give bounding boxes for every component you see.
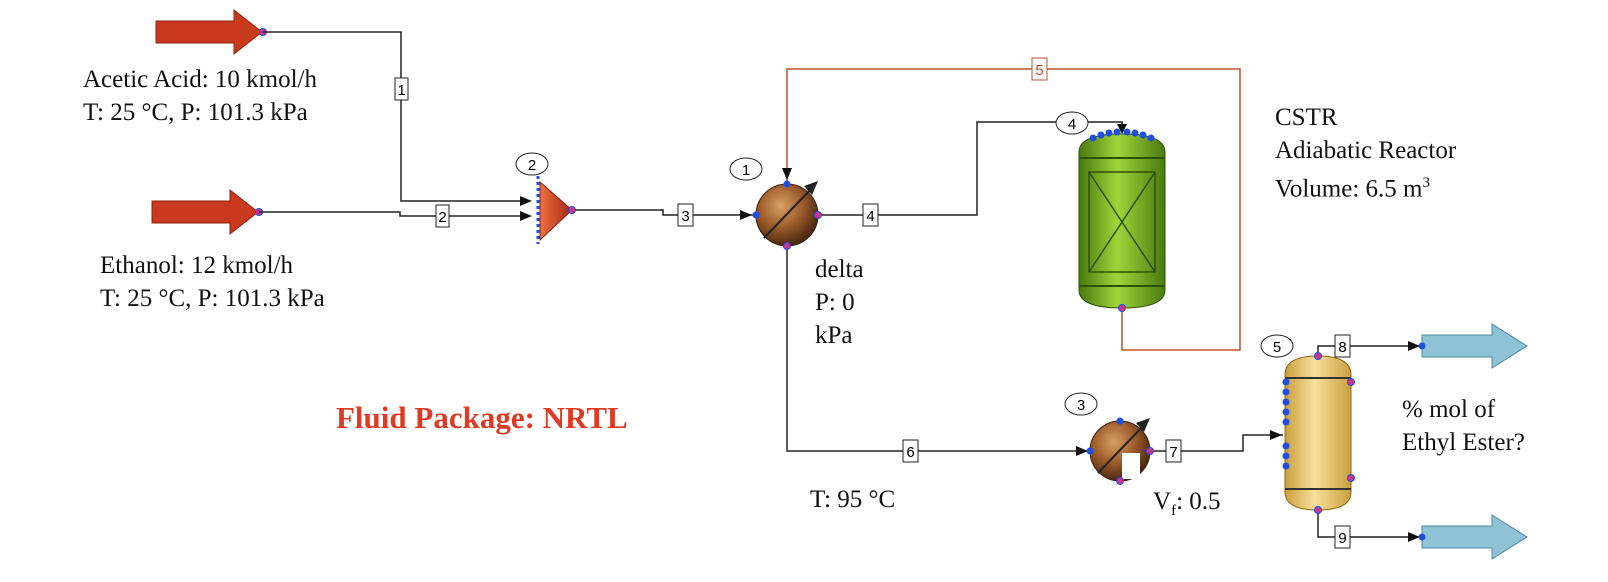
vf-subscript: f <box>1171 503 1177 519</box>
arrowhead <box>520 196 532 206</box>
unit-tag-5[interactable]: 5 <box>1260 334 1294 358</box>
arrowhead <box>520 211 532 221</box>
question-line: Ethyl Ester? <box>1402 429 1525 456</box>
stream-line-1[interactable] <box>263 31 528 202</box>
ethanol-flow: Ethanol: 12 kmol/h <box>100 252 294 279</box>
heater-label-line: delta <box>815 256 864 283</box>
port <box>1418 533 1426 541</box>
stream-line-4[interactable] <box>818 121 1123 216</box>
vf-value: : 0.5 <box>1176 488 1221 515</box>
unit-number: 4 <box>1068 116 1076 133</box>
reactor-volume-text: Volume: 6.5 m <box>1275 175 1423 203</box>
unit-number: 2 <box>528 157 536 174</box>
stream-line-5-recycle[interactable] <box>786 68 1241 351</box>
cooler-temperature-label: T: 95 °C <box>810 486 896 513</box>
stream-number: 3 <box>681 208 689 225</box>
acetic-acid-feed-label: Acetic Acid: 10 kmol/h T: 25 °C, P: 101.… <box>83 63 317 129</box>
stream-number: 9 <box>1338 530 1346 547</box>
fluid-package-label: Fluid Package: NRTL <box>336 400 628 435</box>
stream-tag-3[interactable]: 3 <box>677 203 694 227</box>
unit-tag-2[interactable]: 2 <box>515 152 549 176</box>
flash-vapor-fraction-label: Vf: 0.5 <box>1153 485 1221 528</box>
stream-line-8[interactable] <box>1317 345 1422 356</box>
stream-tag-7[interactable]: 7 <box>1165 439 1182 463</box>
cooler[interactable] <box>1086 417 1154 485</box>
stream-line-9[interactable] <box>1317 510 1422 538</box>
stream-tag-2[interactable]: 2 <box>435 204 450 228</box>
unit-number: 3 <box>1077 397 1085 414</box>
mixer[interactable] <box>536 176 576 244</box>
stream-tag-9[interactable]: 9 <box>1334 525 1351 549</box>
arrowhead <box>1117 124 1127 134</box>
question-line: % mol of <box>1402 396 1496 423</box>
reactor-volume: Volume: 6.5 m3 <box>1275 167 1456 205</box>
stream-number: 8 <box>1338 339 1346 356</box>
reactor-mode: Adiabatic Reactor <box>1275 137 1457 164</box>
product-arrow-vapor[interactable] <box>1421 323 1528 369</box>
product-arrow-liquid[interactable] <box>1421 514 1528 560</box>
port <box>1418 342 1426 350</box>
ethanol-conditions: T: 25 °C, P: 101.3 kPa <box>100 285 325 312</box>
flash-separator[interactable] <box>1282 352 1355 514</box>
stream-number: 7 <box>1169 444 1177 461</box>
stream-number: 5 <box>1035 62 1043 79</box>
stream-tag-6[interactable]: 6 <box>902 439 919 463</box>
stream-tag-1[interactable]: 1 <box>394 77 409 101</box>
reactor-type: CSTR <box>1275 104 1338 131</box>
feed-arrow-acetic-acid[interactable] <box>155 8 263 56</box>
arrowhead <box>1270 430 1282 440</box>
unit-tag-1[interactable]: 1 <box>729 157 763 181</box>
unit-tag-4[interactable]: 4 <box>1055 111 1089 135</box>
heater-label-line: kPa <box>815 322 853 349</box>
arrowhead <box>1408 341 1420 351</box>
stream-number: 2 <box>438 209 446 226</box>
heater-label-line: P: 0 <box>815 289 855 316</box>
acetic-acid-conditions: T: 25 °C, P: 101.3 kPa <box>83 99 308 126</box>
ethanol-feed-label: Ethanol: 12 kmol/h T: 25 °C, P: 101.3 kP… <box>100 249 325 315</box>
reactor-volume-exponent: 3 <box>1422 175 1430 191</box>
stream-tag-8[interactable]: 8 <box>1334 334 1351 358</box>
feed-arrow-ethanol[interactable] <box>151 188 259 236</box>
unit-tag-3[interactable]: 3 <box>1064 392 1098 416</box>
cstr-reactor[interactable] <box>1078 128 1166 312</box>
stream-tag-4[interactable]: 4 <box>862 203 879 227</box>
heater[interactable] <box>752 180 822 250</box>
stream-line-2[interactable] <box>259 211 528 217</box>
heater-delta-p-label: delta P: 0 kPa <box>815 253 864 352</box>
arrowhead <box>1408 532 1420 542</box>
unit-number: 5 <box>1273 339 1281 356</box>
arrowhead <box>1076 446 1088 456</box>
stream-line-3[interactable] <box>572 209 768 216</box>
stream-tag-5[interactable]: 5 <box>1031 57 1048 81</box>
stream-line-6[interactable] <box>786 246 1090 452</box>
arrowhead <box>740 210 752 220</box>
vf-symbol: V <box>1153 488 1172 515</box>
stream-number: 4 <box>866 208 874 225</box>
stream-number: 6 <box>906 444 914 461</box>
stream-line-7[interactable] <box>1150 434 1283 452</box>
stream-number: 1 <box>397 82 405 99</box>
unit-number: 1 <box>742 162 750 179</box>
cstr-label: CSTR Adiabatic Reactor Volume: 6.5 m3 <box>1275 101 1456 205</box>
acetic-acid-flow: Acetic Acid: 10 kmol/h <box>83 66 317 93</box>
question-label: % mol of Ethyl Ester? <box>1402 393 1525 459</box>
arrowhead <box>782 168 792 180</box>
